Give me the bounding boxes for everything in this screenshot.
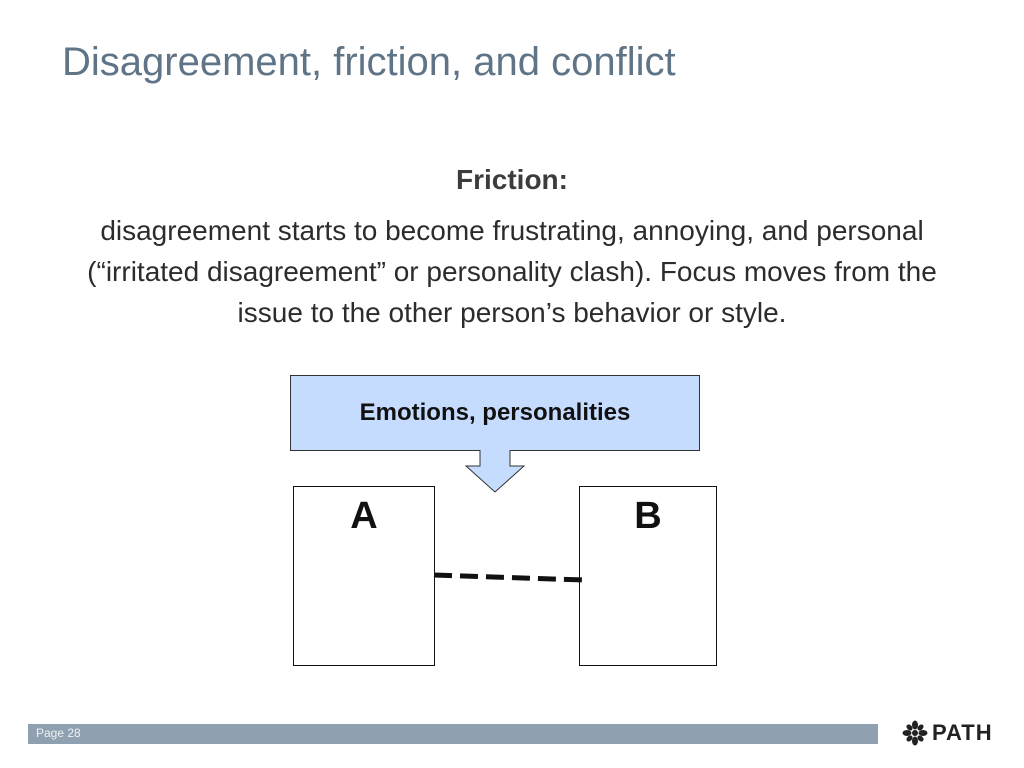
party-a-label: A bbox=[350, 495, 378, 537]
down-arrow-icon bbox=[464, 450, 526, 493]
emotions-callout: Emotions, personalities bbox=[290, 375, 700, 451]
path-flower-icon bbox=[902, 720, 928, 746]
path-logo: PATH bbox=[902, 719, 993, 747]
footer-bar: Page 28 bbox=[28, 724, 878, 744]
party-b-box: B bbox=[579, 486, 717, 666]
party-b-label: B bbox=[634, 495, 662, 537]
dashed-connector-line bbox=[433, 572, 585, 583]
callout-label: Emotions, personalities bbox=[359, 399, 631, 426]
slide-title: Disagreement, friction, and conflict bbox=[62, 40, 676, 84]
friction-definition: disagreement starts to become frustratin… bbox=[87, 215, 937, 328]
friction-heading: Friction: bbox=[456, 164, 568, 195]
logo-wordmark: PATH bbox=[932, 720, 993, 745]
page-number: Page 28 bbox=[36, 726, 81, 740]
party-a-box: A bbox=[293, 486, 435, 666]
